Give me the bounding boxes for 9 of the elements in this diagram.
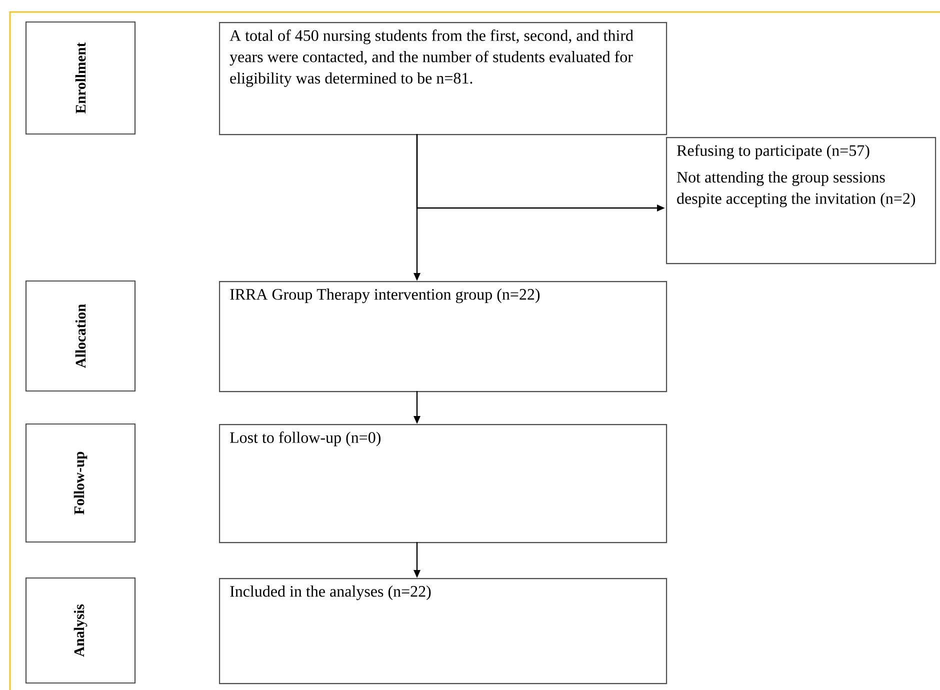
process-box: Refusing to participate (n=57) Not attending the group sessions despite accepting the invitation (n=2) [666, 137, 936, 264]
stage-label-box: Enrollment [25, 21, 136, 135]
stage-label-box: Allocation [25, 280, 136, 392]
process-box: A total of 450 nursing students from the first, second, and third years were contacted, and the number of students evaluated for eligibility was determined to be n=81. [219, 22, 668, 136]
stage-label-box: Follow-up [25, 423, 136, 543]
process-box: Included in the analyses (n=22) [219, 578, 668, 684]
process-box: Lost to follow-up (n=0) [219, 424, 668, 544]
stage-label-box: Analysis [25, 577, 136, 684]
process-box: IRRA Group Therapy intervention group (n=22) [219, 281, 668, 392]
